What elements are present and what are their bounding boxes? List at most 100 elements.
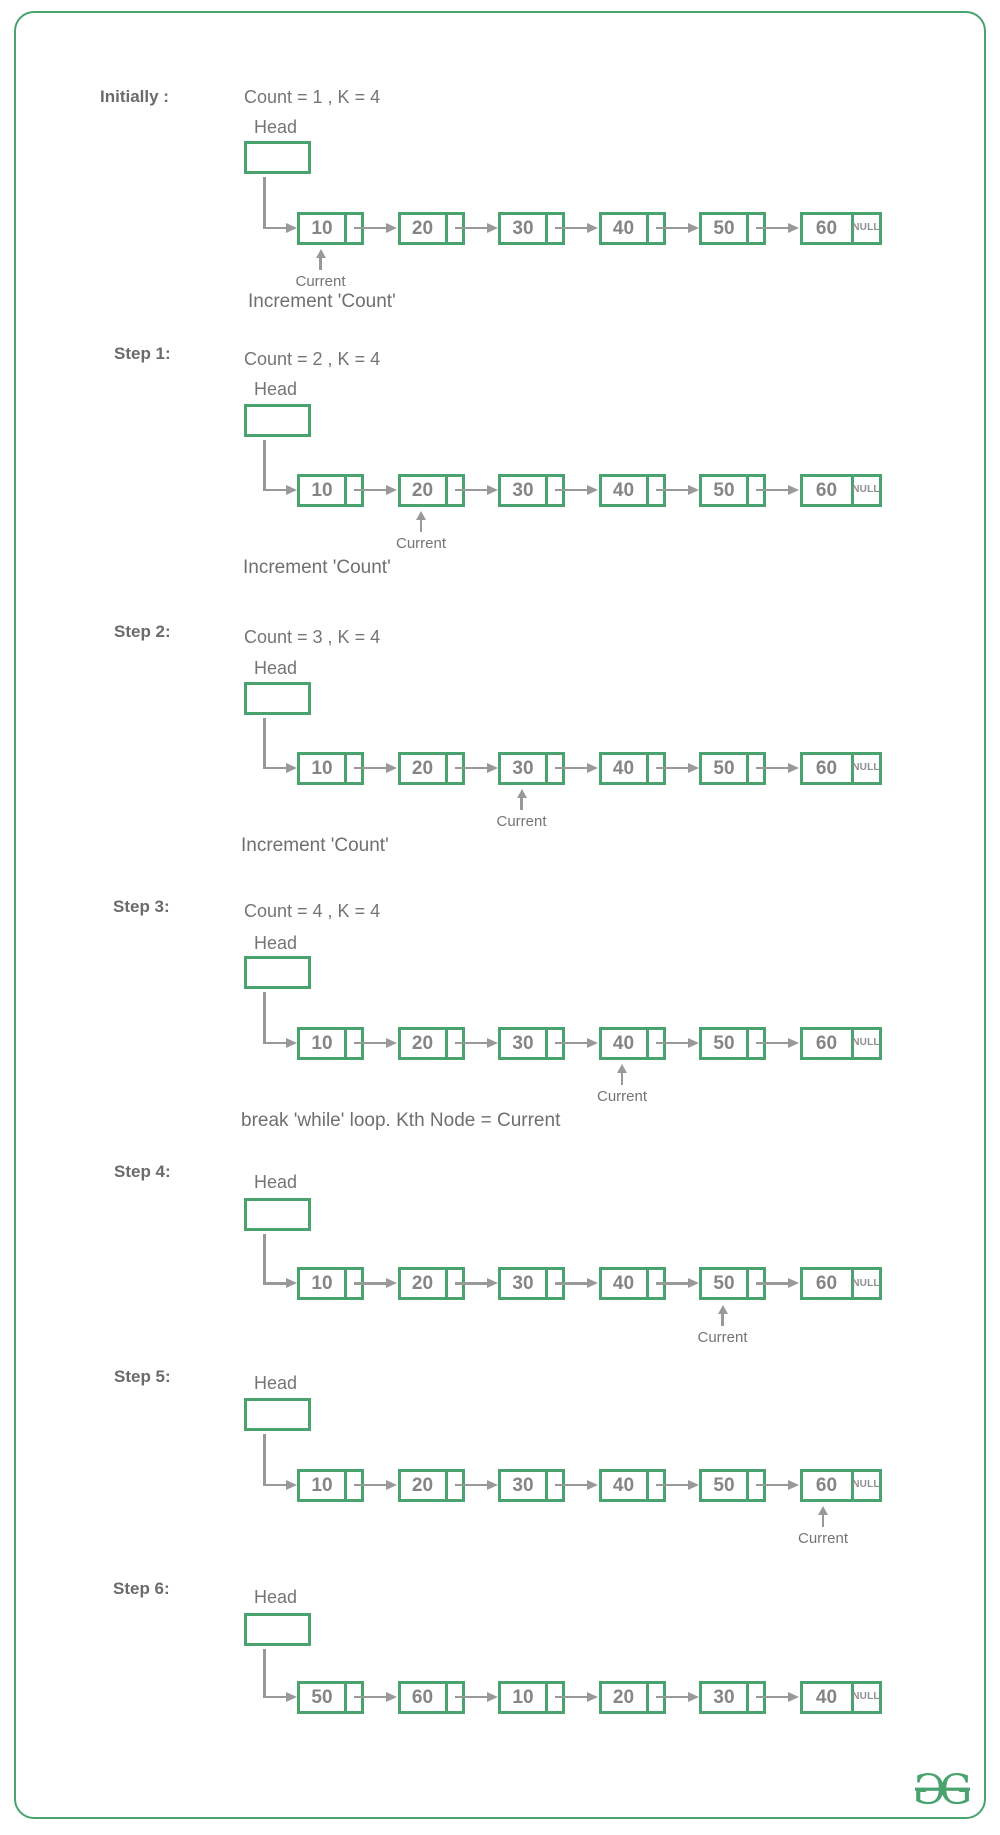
node-divider [850,214,854,242]
node-value: 50 [713,1032,735,1054]
step-label: Step 2: [114,622,171,641]
node-divider [444,1270,448,1297]
node-divider [645,476,649,504]
current-label: Current [395,535,447,552]
note-text: Increment 'Count' [243,557,391,578]
count-text: Count = 3 , K = 4 [244,627,381,647]
node-divider [444,754,448,782]
node-divider [850,476,854,504]
current-arrow-line [419,519,423,532]
next-pointer-arrowhead [788,484,799,495]
node-divider [645,754,649,782]
node-divider [344,214,347,242]
border-frame [14,11,986,1819]
list-node: 40 [598,211,666,245]
next-pointer-line [454,766,488,770]
next-pointer-arrowhead [386,1691,397,1702]
current-arrowhead [717,1304,728,1314]
next-pointer-line [655,1282,689,1285]
head-label: Head [254,1172,298,1192]
next-pointer-line [354,1282,387,1285]
head-arrowhead [285,1278,297,1288]
count-text: Count = 2 , K = 4 [244,349,381,369]
next-pointer-arrowhead [486,762,498,773]
next-pointer-arrowhead [788,1479,799,1490]
logo-letter-reversed-g: G [913,1770,946,1814]
node-value: 40 [815,1686,838,1708]
next-pointer-arrowhead [386,1479,397,1490]
head-pointer-box [243,1197,311,1231]
node-divider [545,1029,548,1057]
node-value: 50 [713,1474,735,1496]
next-pointer-line [555,488,588,492]
node-value: 40 [612,217,635,239]
note-text: Increment 'Count' [241,835,389,856]
next-pointer-line [756,1041,789,1045]
node-divider [444,214,448,242]
current-label: Current [697,1328,748,1346]
head-pointer-box [243,404,311,437]
next-pointer-arrowhead [587,762,598,773]
next-pointer-arrowhead [587,1691,598,1702]
node-value: 30 [512,1273,534,1294]
next-pointer-line [756,226,789,230]
current-arrow-line [821,1514,825,1527]
next-pointer-arrowhead [788,1037,799,1048]
head-arrow-horizontal [263,766,287,770]
node-divider [344,1471,347,1499]
next-pointer-line [354,226,387,230]
node-value: 10 [311,1474,333,1496]
list-node: 50 [699,1026,766,1060]
list-node: 10 [297,473,364,507]
list-node: 10 [297,211,364,245]
list-node: 40 [598,1026,666,1060]
next-pointer-arrowhead [687,484,699,495]
current-arrow-line [721,1312,724,1326]
node-divider [545,754,548,782]
node-value: 10 [311,1273,333,1294]
list-node: 20 [598,1680,666,1714]
next-pointer-line [555,766,588,770]
head-arrow-horizontal [263,488,287,492]
node-value: 20 [612,1686,635,1708]
head-arrowhead [285,1037,297,1048]
list-node: 50 [297,1680,364,1714]
head-arrowhead [285,1479,297,1490]
list-node: 20 [397,1267,465,1300]
head-pointer-box [243,955,311,989]
node-divider [444,1683,448,1711]
list-node: 60 [397,1680,465,1714]
head-arrowhead [285,762,297,773]
node-divider [344,754,347,782]
node-divider [746,214,749,242]
node-value: 60 [815,479,838,501]
node-value: 40 [612,1032,635,1054]
list-node: 20 [397,1026,465,1060]
head-arrowhead [285,1691,297,1702]
head-pointer-box [243,141,311,174]
node-value: 30 [713,1686,735,1708]
head-arrow-horizontal [263,1041,287,1045]
next-pointer-arrowhead [486,1037,498,1048]
step-label: Step 1: [114,344,171,363]
next-pointer-arrowhead [386,1278,397,1288]
list-node: 10 [297,1026,364,1060]
next-pointer-arrowhead [386,484,397,495]
node-divider [850,1270,854,1297]
node-divider [344,476,347,504]
head-arrowhead [285,222,297,233]
next-pointer-arrowhead [386,1037,397,1048]
node-value: 30 [512,479,534,501]
next-pointer-line [354,1483,387,1487]
next-pointer-line [454,1282,488,1285]
null-label: NULL [852,484,880,495]
next-pointer-arrowhead [587,222,598,233]
node-divider [545,214,548,242]
node-value: 50 [713,1273,735,1294]
current-label: Current [496,813,547,830]
next-pointer-arrowhead [486,1691,498,1702]
next-pointer-arrowhead [788,1278,799,1288]
